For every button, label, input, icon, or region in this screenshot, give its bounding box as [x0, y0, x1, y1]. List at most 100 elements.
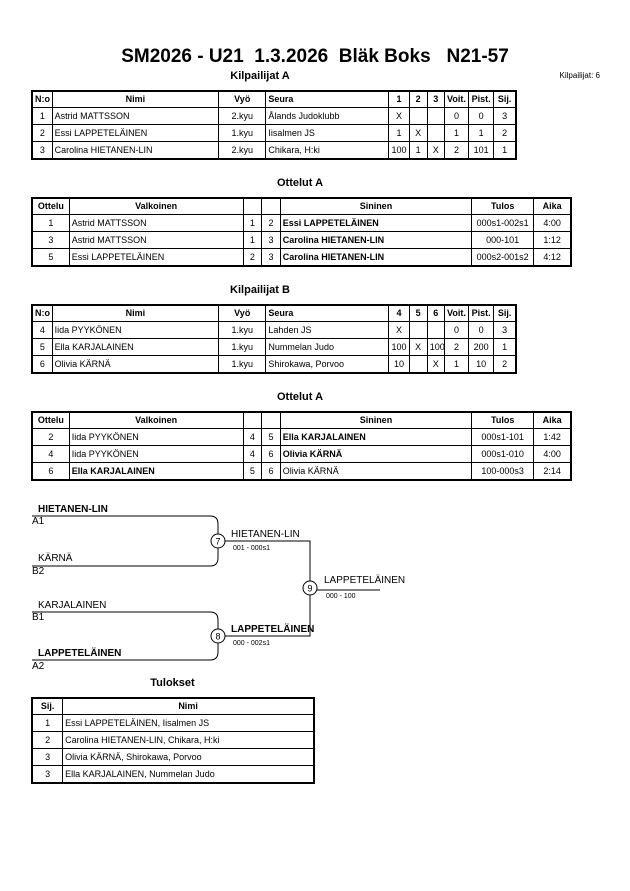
white-competitor: Iida PYYKÖNEN [68, 445, 244, 463]
match-result: 100-000s3 [471, 462, 535, 481]
bracket-sf2-top-seed: B1 [32, 612, 45, 623]
column-header: Nimi [51, 90, 220, 108]
column-header: Tulos [471, 197, 535, 215]
table-cell: 1 [443, 355, 470, 374]
column-header: Ottelu [31, 411, 70, 429]
table-cell: 2.kyu [218, 141, 267, 160]
column-header [261, 197, 281, 215]
table-cell: 1 [493, 338, 517, 356]
table-cell: 101 [468, 141, 495, 160]
table-cell: Lahden JS [265, 321, 390, 339]
column-header: 5 [408, 304, 428, 322]
table-cell: 4 [31, 321, 53, 339]
table-cell [408, 355, 428, 374]
bracket-sf2-winner: LAPPETELÄINEN [231, 622, 314, 635]
table-cell [426, 107, 445, 125]
table-cell: 1 [388, 124, 410, 142]
bracket-sf1-top: HIETANEN-LIN [38, 504, 108, 515]
table-cell: Shirokawa, Porvoo [265, 355, 390, 374]
table-cell: Carolina HIETANEN-LIN [51, 141, 220, 160]
bracket-line [218, 540, 311, 624]
table-cell: Nummelan Judo [265, 338, 390, 356]
blue-number: 3 [261, 248, 281, 267]
match-time: 4:00 [533, 214, 572, 232]
placement-name: Carolina HIETANEN-LIN, Chikara, H:ki [62, 731, 315, 749]
white-number: 5 [242, 462, 263, 481]
placement: 3 [31, 748, 64, 766]
bracket-sf2-bot-seed: A2 [32, 661, 45, 672]
column-header: Vyö [218, 90, 267, 108]
competitor-count: Kilpailijat: 6 [559, 71, 600, 80]
match-result: 000-101 [471, 231, 535, 249]
table-cell [408, 321, 428, 339]
table-cell: 10 [468, 355, 495, 374]
table-cell: 1 [493, 141, 517, 160]
placement: 3 [31, 765, 64, 784]
bracket-sf2-bot: LAPPETELÄINEN [38, 646, 121, 659]
placement-name: Essi LAPPETELÄINEN, Iisalmen JS [62, 714, 315, 732]
table-cell: Iida PYYKÖNEN [51, 321, 220, 339]
blue-number: 5 [261, 428, 281, 446]
table-cell: 2 [31, 124, 53, 142]
column-header: Voit. [443, 90, 470, 108]
placement-name: Ella KARJALAINEN, Nummelan Judo [62, 765, 315, 784]
match-7-marker [210, 533, 226, 549]
white-number: 2 [242, 248, 263, 267]
table-cell: 2 [443, 338, 470, 356]
pool-b-heading: Kilpailijat B [230, 284, 290, 296]
column-header: Aika [533, 197, 572, 215]
column-header: Sininen [279, 197, 473, 215]
column-header: Sij. [31, 697, 64, 715]
table-cell: 3 [493, 321, 517, 339]
table-cell: X [388, 107, 410, 125]
column-header [242, 411, 263, 429]
column-header: Sininen [279, 411, 473, 429]
bracket-sf2-score: 000 - 002s1 [233, 640, 270, 647]
white-competitor: Iida PYYKÖNEN [68, 428, 244, 446]
table-cell [426, 124, 445, 142]
column-header: 3 [426, 90, 445, 108]
match-time: 2:14 [533, 462, 572, 481]
placement: 2 [31, 731, 64, 749]
column-header: 6 [426, 304, 445, 322]
table-cell: 3 [493, 107, 517, 125]
match-7-number: 7 [215, 537, 220, 547]
match-result: 000s1-002s1 [471, 214, 535, 232]
blue-number: 3 [261, 231, 281, 249]
column-header: Nimi [51, 304, 220, 322]
column-header: Valkoinen [68, 197, 244, 215]
match-time: 1:42 [533, 428, 572, 446]
blue-number: 6 [261, 445, 281, 463]
blue-competitor: Carolina HIETANEN-LIN [279, 248, 473, 267]
table-cell: X [408, 338, 428, 356]
table-cell: 1.kyu [218, 321, 267, 339]
bracket-sf1-top-seed: A1 [32, 516, 45, 527]
match-8-number: 8 [215, 632, 220, 642]
table-cell: X [426, 141, 445, 160]
match-number: 1 [31, 214, 70, 232]
table-cell: 1.kyu [218, 338, 267, 356]
table-cell: X [426, 355, 445, 374]
bracket-sf1-bot: KÄRNÄ [38, 552, 73, 564]
column-header: 2 [408, 90, 428, 108]
table-cell: Iisalmen JS [265, 124, 390, 142]
table-cell: Astrid MATTSSON [51, 107, 220, 125]
column-header: Sij. [493, 304, 517, 322]
table-cell: 1.kyu [218, 355, 267, 374]
match-time: 4:12 [533, 248, 572, 267]
blue-competitor: Carolina HIETANEN-LIN [279, 231, 473, 249]
column-header: Valkoinen [68, 411, 244, 429]
blue-competitor: Olivia KÄRNÄ [279, 462, 473, 481]
placement-name: Olivia KÄRNÄ, Shirokawa, Porvoo [62, 748, 315, 766]
match-9-marker [302, 580, 318, 596]
